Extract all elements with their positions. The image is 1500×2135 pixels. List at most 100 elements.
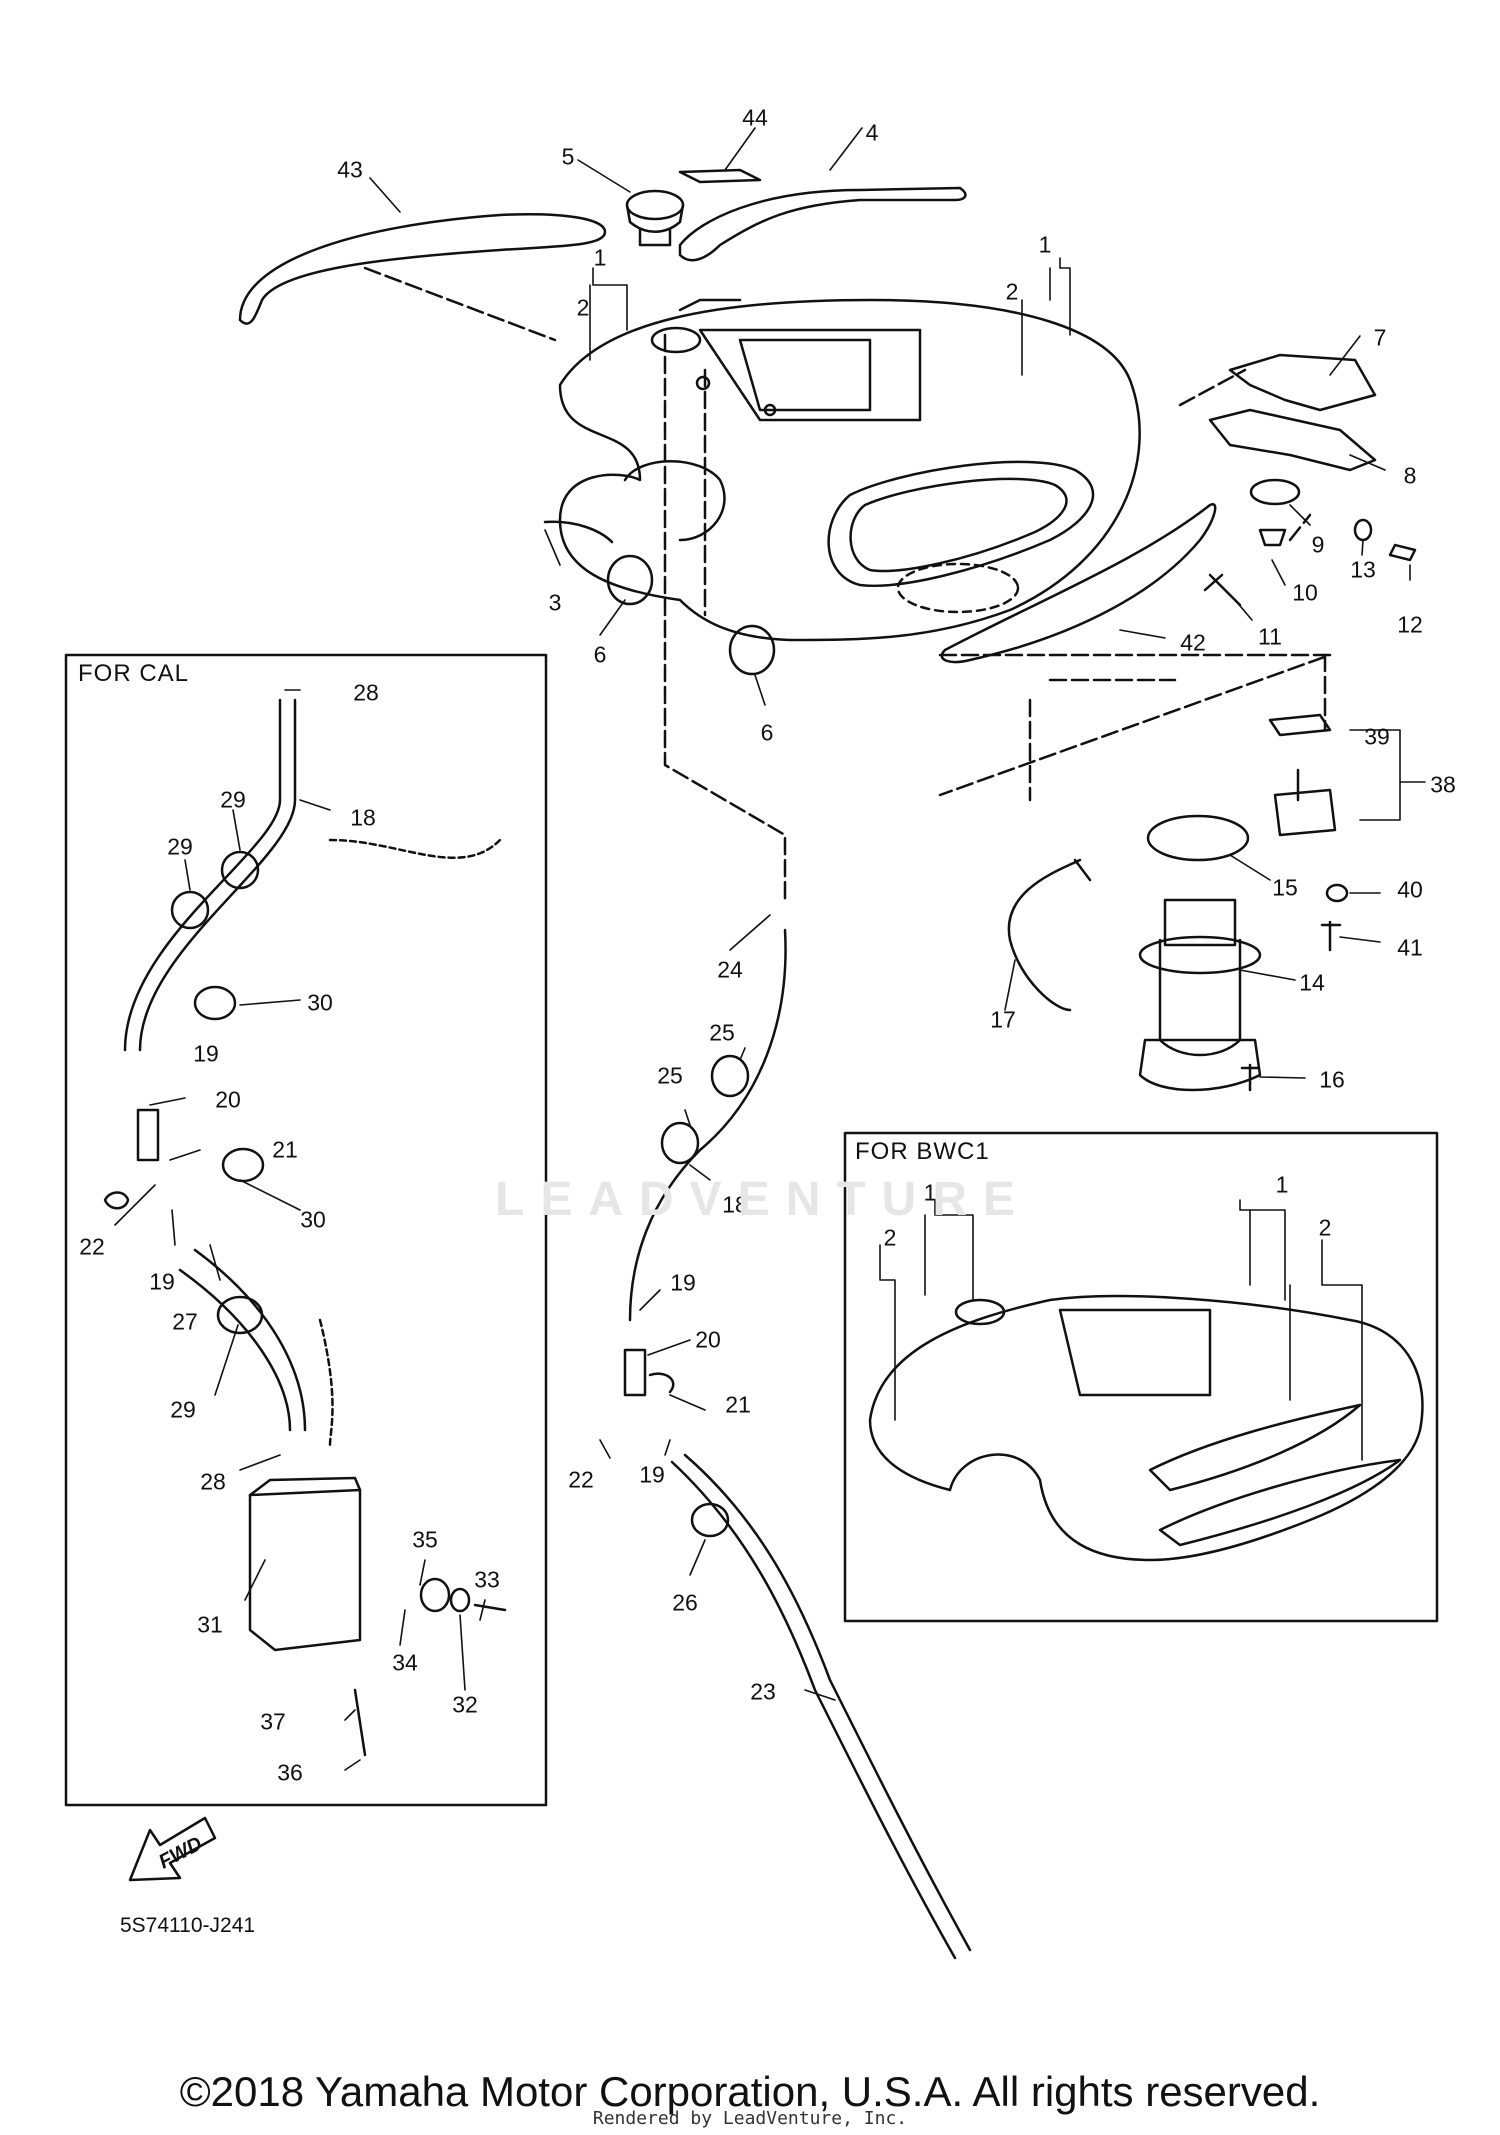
washer-13: [1353, 518, 1373, 542]
gasket-ring: [1146, 814, 1250, 862]
callout-18: 18: [350, 804, 376, 831]
bwc1-box: [843, 1131, 1439, 1623]
callout-26: 26: [672, 1589, 698, 1616]
tank-pad-right: [940, 502, 1217, 664]
callout-15: 15: [1272, 874, 1298, 901]
callout-1: 1: [1038, 231, 1052, 258]
callout-32: 32: [452, 1691, 478, 1718]
callout-2: 2: [883, 1224, 897, 1251]
fuel-tank: [558, 298, 1141, 642]
callout-6: 6: [760, 719, 774, 746]
callout-20: 20: [695, 1326, 721, 1353]
callout-7: 7: [1373, 324, 1387, 351]
rendered-by-notice: Rendered by LeadVenture, Inc.: [592, 2108, 908, 2129]
sender-unit: [1268, 713, 1337, 837]
callout-4: 4: [865, 119, 879, 146]
callout-19: 19: [639, 1461, 665, 1488]
bracket-8: [1208, 408, 1377, 472]
callout-18: 18: [722, 1191, 748, 1218]
callout-38: 38: [1430, 771, 1456, 798]
callout-29: 29: [170, 1396, 196, 1423]
callout-3: 3: [548, 589, 562, 616]
tank-strip: [678, 186, 967, 262]
callout-leaders: [114, 127, 1426, 1771]
callout-1: 1: [923, 1179, 937, 1206]
callout-28: 28: [353, 679, 379, 706]
cal-parts: [103, 698, 507, 1757]
callout-1: 1: [1275, 1171, 1289, 1198]
callout-1: 1: [593, 244, 607, 271]
callout-42: 42: [1180, 629, 1206, 656]
cal-box: [64, 653, 548, 1807]
callout-2: 2: [1005, 278, 1019, 305]
hose-3: [543, 520, 614, 544]
bolt-41: [1320, 920, 1342, 952]
grommet: [728, 624, 776, 676]
callout-16: 16: [1319, 1066, 1345, 1093]
fwd-arrow: [128, 1816, 217, 1882]
callout-41: 41: [1397, 934, 1423, 961]
tank-pad-left: [238, 213, 607, 325]
clamp-25: [660, 1121, 700, 1165]
callout-40: 40: [1397, 876, 1423, 903]
callout-34: 34: [392, 1649, 418, 1676]
callout-19: 19: [149, 1268, 175, 1295]
leader-lines: [363, 266, 1332, 902]
callout-25: 25: [657, 1062, 683, 1089]
watermark: LEADVENTURE: [495, 1173, 1032, 1226]
callout-36: 36: [277, 1759, 303, 1786]
callout-19: 19: [193, 1040, 219, 1067]
diagram-code: 5S74110-J241: [120, 1914, 256, 1937]
callout-22: 22: [568, 1466, 594, 1493]
callout-35: 35: [412, 1526, 438, 1553]
callout-6: 6: [593, 641, 607, 668]
callout-39: 39: [1364, 723, 1390, 750]
callout-22: 22: [79, 1233, 105, 1260]
washer-40: [1325, 883, 1349, 903]
fuel-cap: [625, 189, 685, 247]
fuel-pump: [1138, 898, 1262, 1092]
callout-2: 2: [576, 294, 590, 321]
callout-27: 27: [172, 1308, 198, 1335]
tank-badge: [678, 168, 762, 184]
callout-12: 12: [1397, 611, 1423, 638]
callout-30: 30: [300, 1206, 326, 1233]
callout-5: 5: [561, 143, 575, 170]
callout-9: 9: [1311, 531, 1325, 558]
bwc1-box-label: FOR BWC1: [851, 1138, 994, 1166]
breather-hose-right: [628, 928, 787, 1322]
callout-30: 30: [307, 989, 333, 1016]
callout-8: 8: [1403, 462, 1417, 489]
hose-23-edge: [670, 1460, 957, 1960]
callout-24: 24: [717, 956, 743, 983]
copyright-notice: ©2018 Yamaha Motor Corporation, U.S.A. A…: [179, 2068, 1321, 2115]
callout-21: 21: [725, 1391, 751, 1418]
callout-29: 29: [167, 833, 193, 860]
callout-28: 28: [200, 1468, 226, 1495]
grommet: [606, 554, 654, 606]
callout-23: 23: [750, 1678, 776, 1705]
bwc1-tank: [868, 1294, 1424, 1562]
callout-19: 19: [670, 1269, 696, 1296]
cal-box-label: FOR CAL: [74, 660, 194, 688]
bracket-7: [1228, 353, 1377, 412]
callout-2: 2: [1318, 1214, 1332, 1241]
damper: [1249, 478, 1301, 506]
callout-21: 21: [272, 1136, 298, 1163]
callout-25: 25: [709, 1019, 735, 1046]
callout-10: 10: [1292, 579, 1318, 606]
callout-11: 11: [1258, 623, 1282, 650]
callout-14: 14: [1299, 969, 1325, 996]
callout-37: 37: [260, 1708, 286, 1735]
callout-17: 17: [990, 1006, 1016, 1033]
collar: [1258, 528, 1287, 547]
callout-13: 13: [1350, 556, 1376, 583]
callout-33: 33: [474, 1566, 500, 1593]
clamp-25: [710, 1054, 750, 1098]
bolt-16: [1240, 1063, 1260, 1092]
callout-43: 43: [337, 156, 363, 183]
hose-23: [683, 1453, 972, 1952]
fuel-hose-17: [1007, 858, 1092, 1012]
bolt-12: [1388, 543, 1417, 562]
